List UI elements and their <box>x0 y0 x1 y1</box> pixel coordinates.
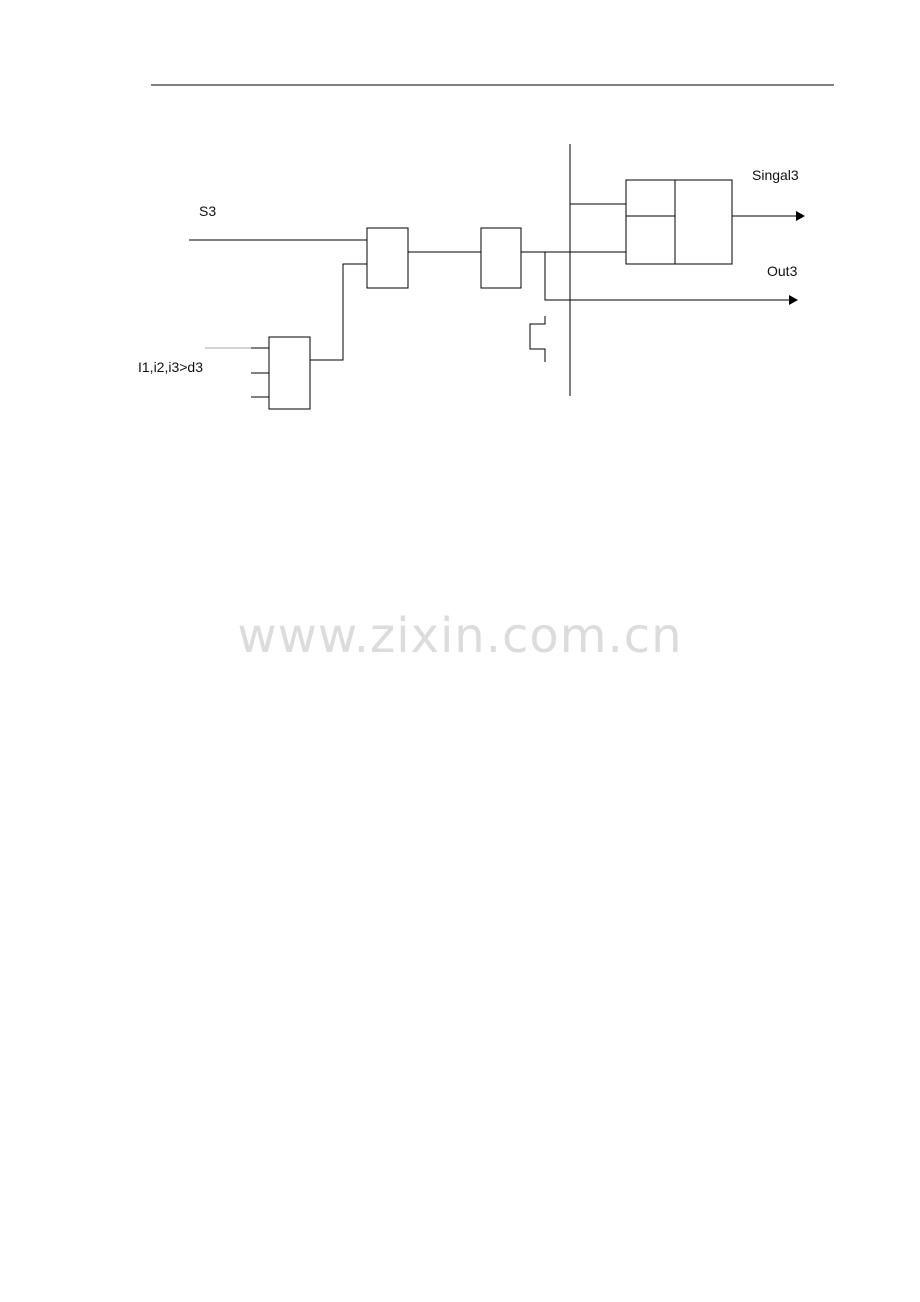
latch-block <box>625 179 733 265</box>
diagram-lines <box>189 144 796 410</box>
input-s3-label: S3 <box>199 203 216 219</box>
pulse-symbol <box>529 316 546 362</box>
and-gate-block <box>366 227 409 289</box>
out-output-line <box>544 252 789 301</box>
out-arrowhead <box>789 295 798 305</box>
comparator-output-line <box>310 263 367 361</box>
comparator-block <box>268 336 311 410</box>
signal-arrowhead <box>796 211 805 221</box>
timer-block <box>480 227 522 289</box>
input-currents-label: I1,i2,i3>d3 <box>138 359 203 375</box>
output-signal-label: Singal3 <box>752 167 799 183</box>
watermark: www.zixin.com.cn <box>237 608 682 664</box>
output-out-label: Out3 <box>767 263 798 279</box>
